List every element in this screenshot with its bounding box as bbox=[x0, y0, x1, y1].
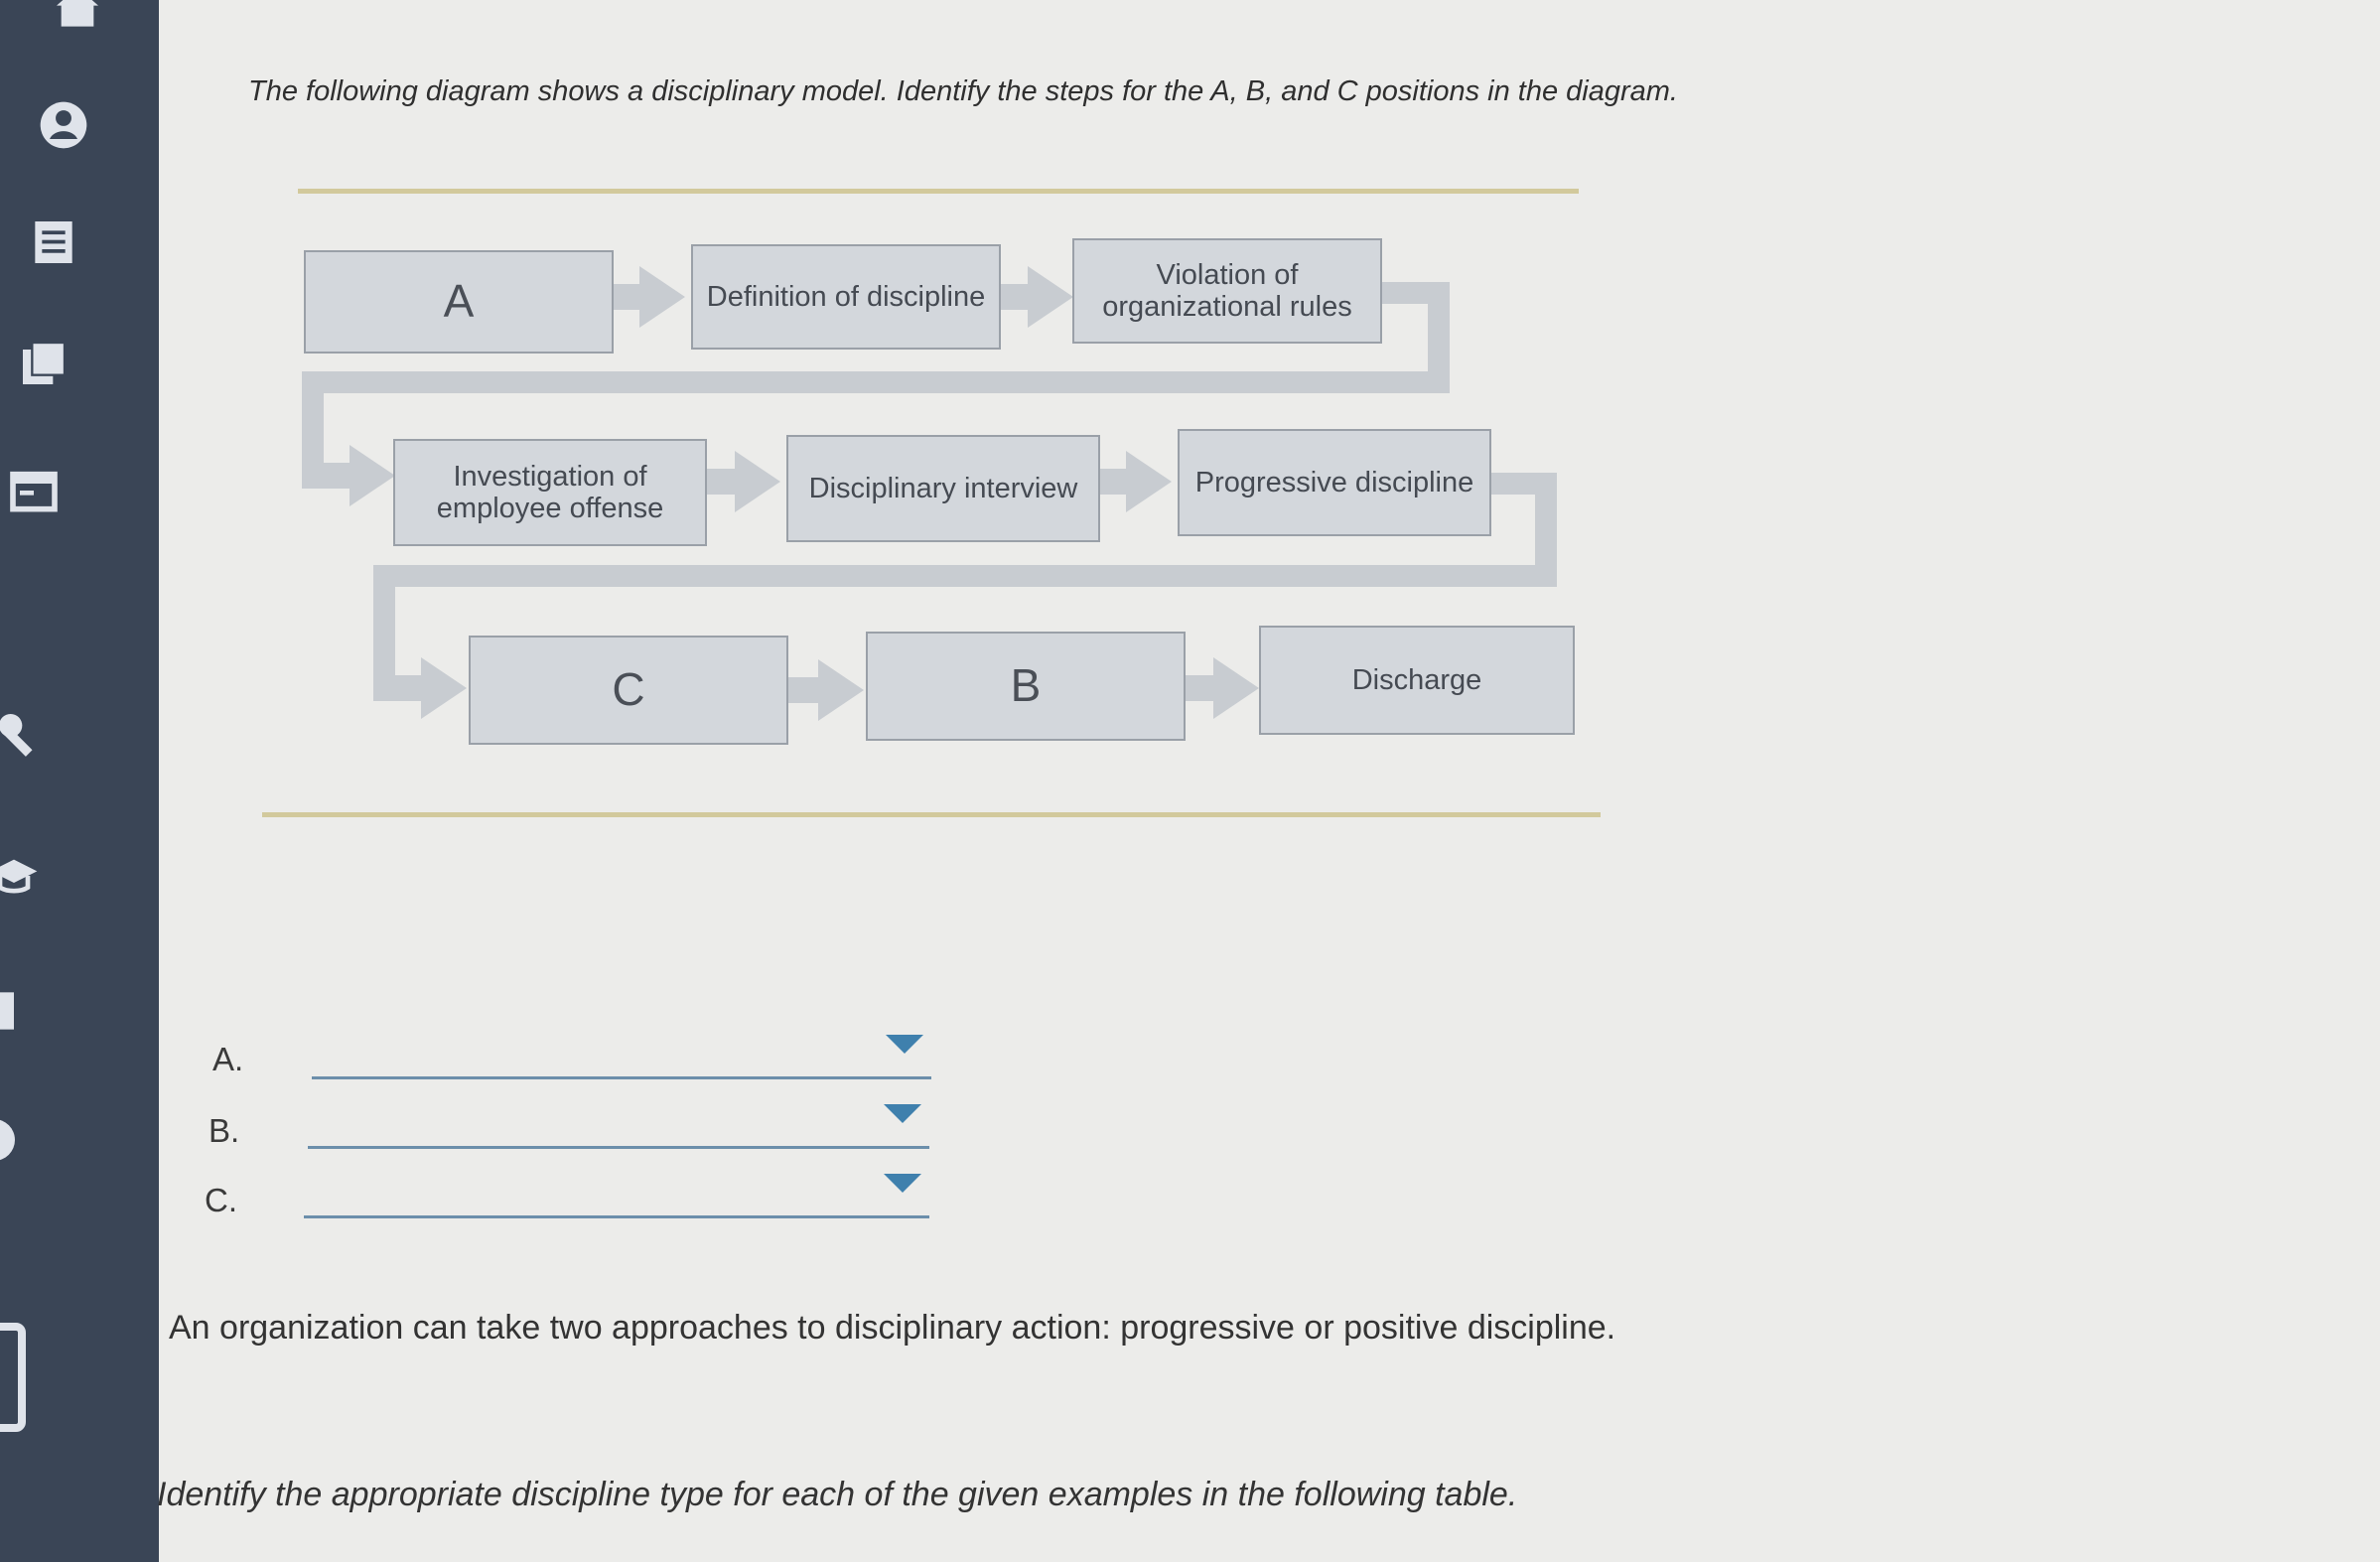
diagram-top-rule bbox=[298, 189, 1579, 194]
answer-label-c: C. bbox=[205, 1182, 237, 1218]
table-instruction: Identify the appropriate discipline type… bbox=[157, 1476, 1518, 1513]
profile-icon[interactable] bbox=[36, 97, 91, 153]
chevron-down-icon bbox=[884, 1174, 921, 1193]
answer-a-dropdown[interactable] bbox=[312, 1031, 931, 1079]
diagram-box-investigation-of-employee-offense: Investigation of employee offense bbox=[393, 439, 707, 546]
notes-icon[interactable] bbox=[26, 214, 81, 270]
answer-label-b: B. bbox=[209, 1112, 240, 1149]
graduation-icon[interactable] bbox=[0, 848, 42, 904]
calendar-icon[interactable] bbox=[6, 463, 62, 518]
diagram-box-violation-of-organizational-rules: Violation of organizational rules bbox=[1072, 238, 1382, 344]
diagram-box-b: B bbox=[866, 632, 1186, 741]
chevron-down-icon bbox=[886, 1035, 923, 1054]
answer-c-dropdown[interactable] bbox=[304, 1170, 929, 1218]
question-instruction: The following diagram shows a disciplina… bbox=[248, 75, 1678, 107]
home-icon[interactable] bbox=[50, 0, 105, 36]
diagram-bottom-rule bbox=[262, 812, 1601, 817]
book-icon[interactable] bbox=[16, 336, 71, 391]
answer-label-a: A. bbox=[212, 1041, 244, 1077]
circle-icon[interactable] bbox=[0, 1112, 22, 1168]
wrench-icon[interactable] bbox=[0, 707, 48, 763]
panel-icon[interactable] bbox=[0, 1323, 30, 1432]
sidebar bbox=[0, 0, 159, 1562]
bookmark-icon[interactable] bbox=[0, 983, 28, 1039]
diagram-box-c: C bbox=[469, 636, 788, 745]
diagram-box-progressive-discipline: Progressive discipline bbox=[1178, 429, 1491, 536]
diagram-box-discharge: Discharge bbox=[1259, 626, 1575, 735]
diagram-box-a: A bbox=[304, 250, 614, 354]
answer-b-dropdown[interactable] bbox=[308, 1100, 929, 1149]
diagram-box-definition-of-discipline: Definition of discipline bbox=[691, 244, 1001, 350]
diagram-box-disciplinary-interview: Disciplinary interview bbox=[786, 435, 1100, 542]
approaches-paragraph: An organization can take two approaches … bbox=[169, 1309, 1616, 1347]
chevron-down-icon bbox=[884, 1104, 921, 1123]
